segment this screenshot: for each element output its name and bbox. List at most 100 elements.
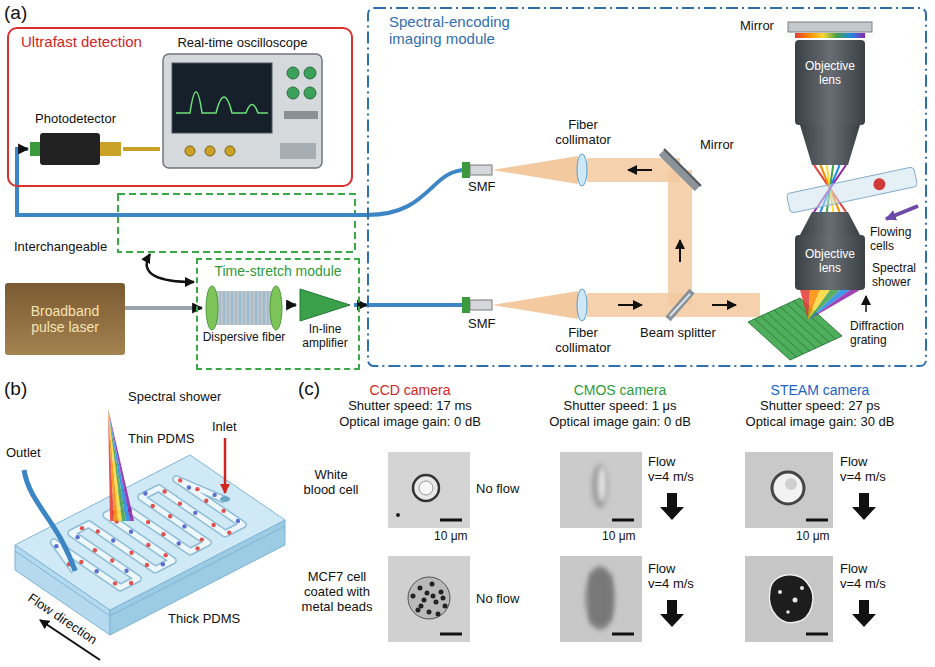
light-cone [492, 156, 578, 184]
cell-dot [200, 537, 204, 541]
cell-dot [236, 519, 240, 523]
cell-dot [96, 529, 100, 533]
amplifier-symbol [300, 289, 350, 321]
cell-dot [54, 544, 58, 548]
cell-dot [145, 563, 149, 567]
fiber-windings [220, 291, 221, 325]
optics [367, 22, 918, 360]
cell-dot [204, 498, 208, 502]
ccd-micrograph [396, 513, 400, 517]
fiber-connector [286, 303, 296, 307]
spool-flange [270, 286, 282, 330]
cmos-micrograph [585, 566, 615, 630]
chip-ports [24, 438, 230, 660]
part-label: Thick PDMS [168, 612, 240, 627]
steam-micrograph [745, 556, 833, 642]
steam-micrograph [800, 586, 804, 590]
part-label: Beam splitter [640, 326, 716, 341]
spectral-shower-fan [108, 408, 134, 521]
module-box: Ultrafast detectionReal-time oscilloscop… [7, 27, 353, 187]
cell-dot [93, 548, 97, 552]
column-note: Optical image gain: 0 dB [325, 415, 495, 430]
fiber-windings [240, 291, 241, 325]
column-note: Shutter speed: 1 μs [535, 399, 705, 414]
ccd-micrograph [388, 452, 470, 528]
cell-dot [168, 514, 172, 518]
button [284, 111, 318, 119]
part-label: Outlet [6, 446, 41, 461]
ccd-micrograph [419, 481, 433, 495]
cell-dot [195, 546, 199, 550]
metal-bead [416, 608, 421, 613]
cell [872, 177, 886, 191]
part-label: SMF [468, 317, 495, 332]
fiber-windings [248, 291, 249, 325]
cell-dot [146, 520, 150, 524]
fiber-windings [212, 291, 276, 325]
flow-channel [786, 167, 917, 214]
scale-bar [612, 519, 634, 522]
cell-dot [187, 485, 191, 489]
device-drawing [160, 51, 325, 173]
steam-micrograph [745, 452, 833, 528]
fiber-connector [30, 142, 40, 156]
direction-arrow [628, 169, 652, 171]
panel-letter: (c) [298, 378, 320, 400]
spool-flange [206, 286, 218, 330]
column-header: STEAM camera [735, 382, 905, 398]
knob [287, 67, 299, 79]
objective-lens-symbol [795, 40, 865, 290]
fiber-connector [354, 303, 367, 307]
smf-ferrule [470, 165, 492, 175]
cmos-micrograph [598, 466, 606, 502]
cmos-micrograph [592, 464, 608, 508]
cmos-micrograph [560, 556, 642, 642]
device-box: In-line amplifier [296, 287, 354, 351]
scale-bar [612, 633, 634, 636]
device-drawing [296, 287, 354, 323]
part-label: Spectral shower [128, 390, 221, 405]
flow-arrow [660, 493, 684, 520]
cell-dot [177, 541, 181, 545]
part-label: Objective lens [800, 60, 860, 88]
beam-splitter-symbol [668, 291, 692, 319]
column-note: Optical image gain: 30 dB [735, 415, 905, 430]
cell-dot [79, 560, 83, 564]
condition-note: No flow [476, 482, 519, 497]
scale-label: 10 μm [434, 530, 468, 544]
condition-note: No flow [476, 592, 519, 607]
cmos-micrograph [603, 570, 605, 626]
part-label: Fiber collimator [547, 326, 619, 356]
bnc-port [100, 142, 121, 156]
spectral-shower-fan [800, 290, 860, 320]
steam-micrograph [778, 590, 782, 594]
flow-arrow [886, 206, 918, 219]
cell-dot [129, 551, 133, 555]
cell-dot [211, 523, 215, 527]
light-beam [587, 293, 760, 317]
fiber-windings [252, 291, 253, 325]
knob [287, 87, 299, 99]
metal-bead [422, 598, 427, 603]
steam-micrograph [745, 556, 833, 642]
column-header: CMOS camera [535, 382, 705, 398]
ccd-micrograph [413, 475, 439, 501]
knob [304, 87, 316, 99]
cmos-micrograph [609, 574, 611, 622]
return-fiber [367, 170, 466, 215]
cell-dot [178, 478, 182, 482]
cell-dot [146, 543, 150, 547]
metal-bead [419, 604, 424, 609]
panel-letter: (b) [4, 378, 27, 400]
cmos-micrograph [560, 556, 642, 642]
flow-arrow [852, 600, 876, 627]
cell-dot [212, 493, 216, 497]
cell-dot [94, 569, 98, 573]
serpentine-channel [54, 478, 243, 587]
cell-dot [227, 530, 231, 534]
metal-bead [441, 596, 446, 601]
ccd-micrograph [408, 577, 450, 619]
metal-bead [443, 604, 448, 609]
input-fiber [367, 303, 466, 307]
